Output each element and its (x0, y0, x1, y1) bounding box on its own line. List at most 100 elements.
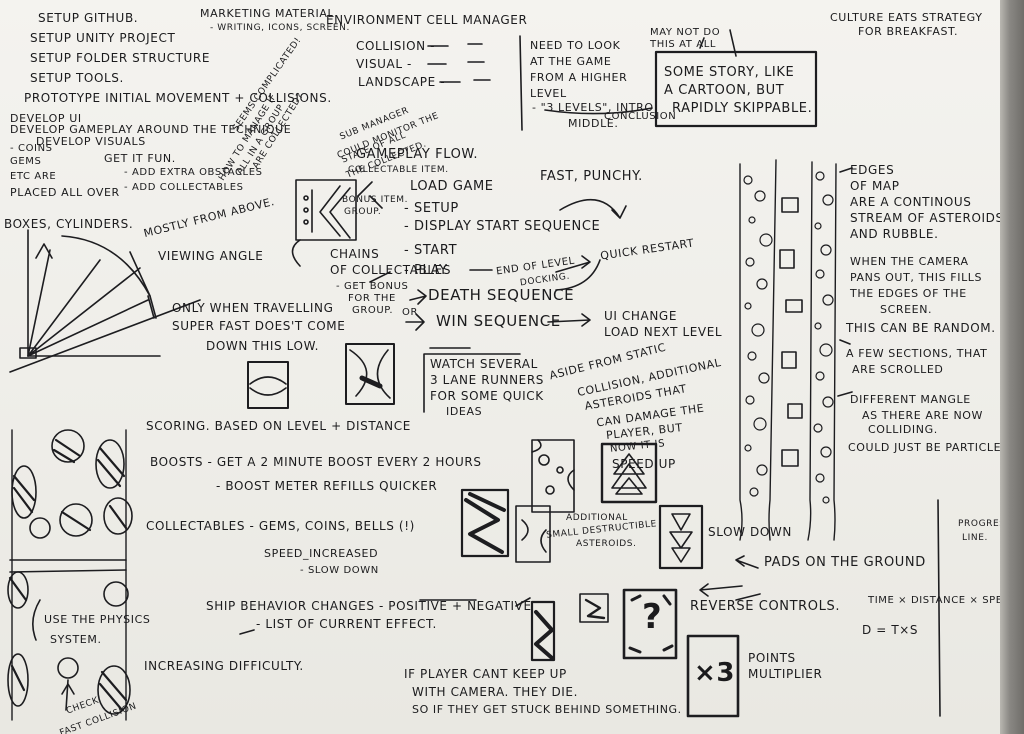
note-add-obstacles: - ADD EXTRA OBSTACLES (124, 167, 263, 178)
note-chains-2: OF COLLECTABLES (330, 263, 452, 277)
note-load-game: LOAD GAME (410, 179, 494, 194)
note-progress-2: LINE. (962, 533, 988, 543)
note-could-just: COULD JUST BE PARTICLES. (848, 441, 1000, 454)
note-camera-4: SCREEN. (880, 303, 933, 316)
note-or: OR (402, 307, 419, 318)
note-group-2: GROUP. (352, 305, 394, 316)
note-setup-tools: SETUP TOOLS. (30, 71, 124, 85)
note-need-to-look-1: NEED TO LOOK (530, 39, 621, 52)
note-collectables: COLLECTABLES - GEMS, COINS, BELLS (!) (146, 519, 415, 533)
note-slow-down: SLOW DOWN (708, 525, 792, 539)
note-points-1: POINTS (748, 651, 796, 665)
note-marketing: MARKETING MATERIAL (200, 7, 335, 20)
note-different-2: AS THERE ARE NOW (862, 409, 984, 422)
note-need-to-look-2: AT THE GAME (530, 55, 612, 68)
note-group: GROUP. (344, 207, 382, 217)
note-landscape: LANDSCAPE - (358, 75, 446, 89)
note-setup: - SETUP (404, 201, 459, 216)
note-watch-several: WATCH SEVERAL (430, 357, 538, 371)
note-points-2: MULTIPLIER (748, 667, 823, 681)
note-prototype: PROTOTYPE INITIAL MOVEMENT + COLLISIONS. (24, 91, 332, 105)
note-get-it-fun: GET IT FUN. (104, 152, 176, 165)
note-start: - START (404, 243, 458, 258)
note-visual: VISUAL - (356, 57, 412, 71)
note-develop-visuals: DEVELOP VISUALS (36, 135, 146, 148)
note-boxes: BOXES, CYLINDERS. (4, 217, 134, 231)
note-speed-up: SPEED UP (612, 457, 676, 471)
note-a-cartoon: A CARTOON, BUT (664, 83, 785, 98)
note-chains-1: CHAINS (330, 247, 380, 261)
note-may-not-do: MAY NOT DO (650, 27, 721, 38)
note-edges-1: EDGES (850, 163, 895, 177)
note-x3: ×3 (694, 658, 736, 688)
note-this-at-all: THIS AT ALL (650, 39, 717, 50)
note-setup-unity: SETUP UNITY PROJECT (30, 31, 176, 45)
note-setup-folder: SETUP FOLDER STRUCTURE (30, 51, 211, 65)
note-progress-1: PROGRESS (958, 519, 1000, 529)
note-marketing-sub: - WRITING, ICONS, SCREEN. (210, 23, 350, 33)
note-with-camera: WITH CAMERA. THEY DIE. (412, 685, 579, 699)
note-need-to-look-4: LEVEL (530, 87, 567, 100)
note-question-mark: ? (642, 597, 663, 637)
note-few-sections-2: ARE SCROLLED (852, 363, 944, 376)
note-edges-4: STREAM OF ASTEROIDS (850, 211, 1000, 225)
note-env-manager: ENVIRONMENT CELL MANAGER (326, 13, 528, 27)
note-collectable-item: COLLECTABLE ITEM. (348, 165, 449, 175)
note-develop-gameplay: DEVELOP GAMEPLAY AROUND THE TECHNIQUE (10, 123, 292, 136)
note-speed-increased: SPEED_INCREASED (264, 547, 379, 560)
note-add-collectables: - ADD COLLECTABLES (124, 182, 244, 193)
note-win-sequence: WIN SEQUENCE (436, 312, 561, 330)
note-some-story: SOME STORY, LIKE (664, 65, 795, 80)
note-list-of-effects: - LIST OF CURRENT EFFECT. (256, 617, 437, 631)
note-for-the: FOR THE (348, 293, 396, 304)
note-asteroids-small: ASTEROIDS. (576, 539, 637, 549)
note-culture-eats: CULTURE EATS STRATEGY (830, 11, 983, 24)
note-placed: PLACED ALL OVER (10, 186, 120, 199)
note-coins: - COINS (10, 143, 53, 154)
note-fast-punch: FAST, PUNCHY. (540, 169, 643, 184)
note-edges-2: OF MAP (850, 179, 900, 193)
note-few-sections-1: A FEW SECTIONS, THAT (846, 347, 988, 360)
note-ideas: IDEAS (446, 405, 483, 418)
note-slow-down-small: - SLOW DOWN (300, 565, 379, 576)
note-camera-2: PANS OUT, THIS FILLS (850, 271, 983, 284)
note-boost-meter: - BOOST METER REFILLS QUICKER (216, 479, 438, 493)
note-death-sequence: DEATH SEQUENCE (428, 286, 575, 304)
note-camera-3: THE EDGES OF THE (850, 287, 967, 300)
note-different-3: COLLIDING. (868, 423, 938, 436)
note-ship-behavior: SHIP BEHAVIOR CHANGES - POSITIVE + NEGAT… (206, 599, 532, 613)
note-conclusion: CONCLUSION (604, 111, 677, 122)
note-viewing-angle: VIEWING ANGLE (158, 249, 264, 263)
note-get-bonus: - GET BONUS (336, 281, 409, 292)
note-time-distance: TIME × DISTANCE × SPEED. (868, 595, 1000, 606)
note-reverse-controls: REVERSE CONTROLS. (690, 599, 841, 614)
sketch-page: SETUP GITHUB. SETUP UNITY PROJECT SETUP … (0, 0, 1000, 734)
ink-drawings (7, 29, 941, 721)
note-load-next-level: LOAD NEXT LEVEL (604, 325, 723, 339)
note-setup-github: SETUP GITHUB. (38, 11, 139, 25)
note-ui-change: UI CHANGE (604, 309, 678, 323)
note-edges-3: ARE A CONTINOUS (850, 195, 972, 209)
note-only-when: ONLY WHEN TRAVELLING (172, 301, 334, 315)
note-gameplay-flow: GAMEPLAY FLOW. (356, 147, 479, 162)
note-if-player: IF PLAYER CANT KEEP UP (404, 667, 567, 681)
note-collision: COLLISION - (356, 39, 436, 53)
note-different-1: DIFFERENT MANGLE (850, 393, 971, 406)
note-pads-on-ground: PADS ON THE GROUND (764, 555, 926, 570)
note-scoring: SCORING. BASED ON LEVEL + DISTANCE (146, 419, 411, 433)
note-so-if-stuck: SO IF THEY GET STUCK BEHIND SOMETHING. (412, 703, 682, 716)
note-gems: GEMS (10, 156, 42, 167)
note-down-this-low: DOWN THIS LOW. (206, 339, 320, 353)
note-develop-ui: DEVELOP UI (10, 112, 82, 125)
note-display-start: - DISPLAY START SEQUENCE (404, 219, 601, 234)
note-three-lane: 3 LANE RUNNERS (430, 373, 545, 387)
note-boosts: BOOSTS - GET A 2 MINUTE BOOST EVERY 2 HO… (150, 455, 482, 469)
note-system: SYSTEM. (50, 633, 102, 646)
note-super-fast: SUPER FAST DOES'T COME (172, 319, 346, 333)
note-rapidly-skip: RAPIDLY SKIPPABLE. (672, 101, 813, 116)
note-for-some: FOR SOME QUICK (430, 389, 544, 403)
note-this-random: THIS CAN BE RANDOM. (846, 321, 996, 335)
note-camera-1: WHEN THE CAMERA (850, 255, 969, 268)
note-formula: D = T×S (862, 623, 919, 637)
note-bonus-item: BONUS ITEM. (342, 195, 409, 205)
